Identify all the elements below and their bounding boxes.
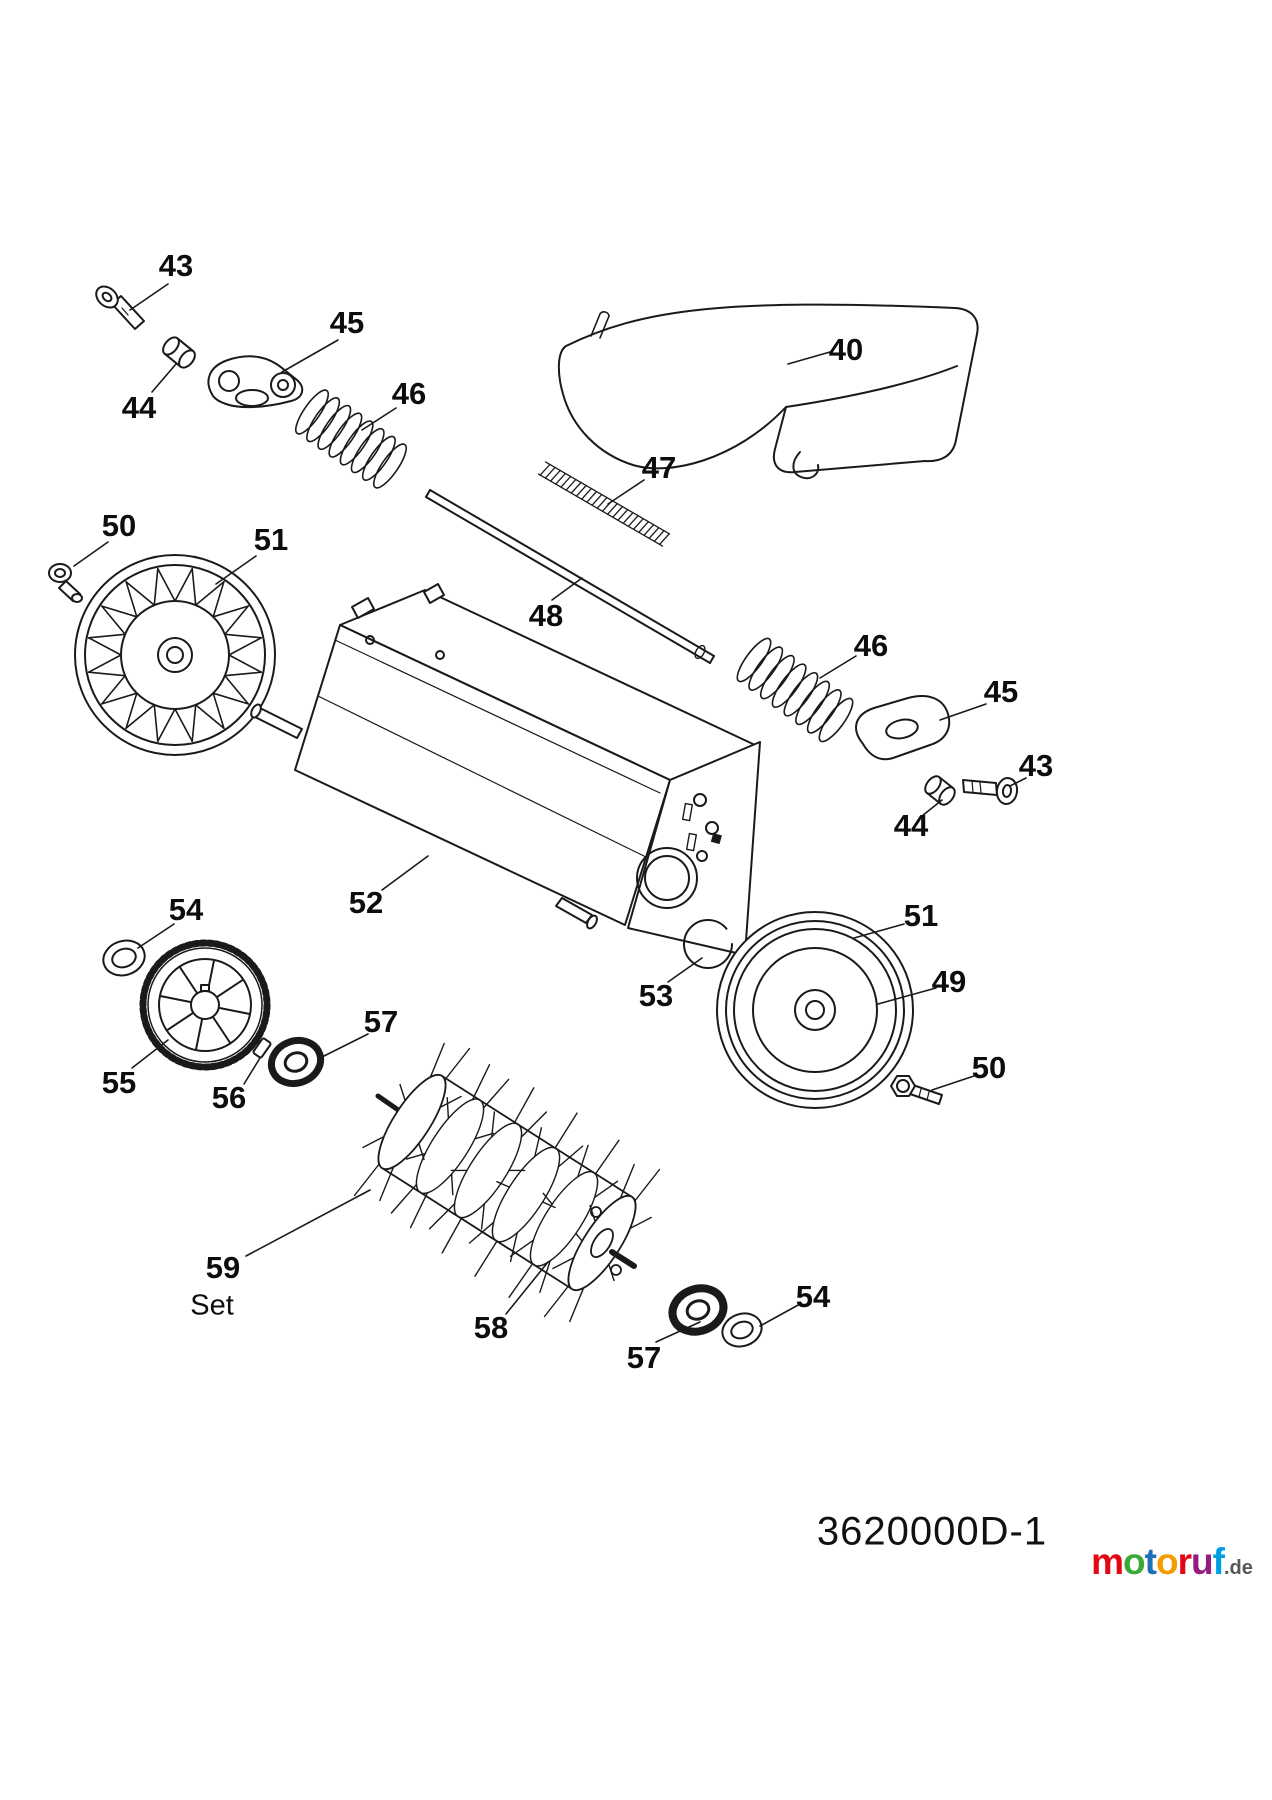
part-45-tensioner-left [207,355,304,409]
callout-45-right: 45 [983,674,1019,709]
callout-56: 56 [211,1080,247,1115]
part-58-tine-roller [353,1042,661,1323]
callout-43-upper-left: 43 [158,248,194,283]
logo-letter-r: r [1177,1541,1192,1582]
part-45-tensioner-right [855,695,951,761]
callout-46-upper-left: 46 [391,376,427,411]
callout-51-left: 51 [253,522,289,557]
callout-57-right: 57 [626,1340,662,1375]
logo-letter-u: u [1191,1541,1214,1582]
part-48-axle [425,489,715,664]
part-46-spring-left [295,389,407,489]
part-50-bolt-left [48,563,83,603]
part-54-seal-left [102,939,146,977]
part-57-bearing-left [267,1036,325,1088]
diagram-part-number: 3620000D-1 [816,1509,1048,1554]
part-57-bearing-right [668,1284,728,1336]
part-54-seal-right [721,1312,763,1348]
diagram-lines [48,283,1027,1348]
callout-44-right: 44 [893,808,929,843]
callout-59: 59 [205,1250,241,1285]
part-43-screw-right [962,777,1019,805]
logo-letter-m: m [1091,1541,1124,1582]
part-55-gear-wheel [139,939,271,1071]
logo-letter-o1: o [1123,1541,1146,1582]
callout-54-right: 54 [795,1279,831,1314]
callout-55: 55 [101,1065,137,1100]
part-50-bolt-right [890,1075,943,1105]
callout-48: 48 [528,598,564,633]
motoruf-logo: motoruf.de [1091,1541,1253,1583]
callout-43-right: 43 [1018,748,1054,783]
callout-47: 47 [641,450,677,485]
callout-57-left: 57 [363,1004,399,1039]
part-56-key [252,1037,272,1059]
part-40-cover [557,303,979,480]
callout-44-upper-left: 44 [121,390,157,425]
callout-45-upper-left: 45 [329,305,365,340]
callout-50-left: 50 [101,508,137,543]
logo-suffix: .de [1223,1557,1253,1579]
callout-54-left: 54 [168,892,204,927]
callout-58: 58 [473,1310,509,1345]
callout-53: 53 [638,978,674,1013]
logo-letter-f: f [1212,1541,1225,1582]
callout-49: 49 [931,964,967,999]
part-47-threaded-rod [537,461,671,547]
part-53-snap-ring [683,919,733,969]
callout-46-right: 46 [853,628,889,663]
callout-51-right: 51 [903,898,939,933]
part-44-bushing-left [162,336,196,369]
part-51-wheel-left [74,554,276,756]
part-49-51-wheel-right [716,911,914,1109]
callout-50-right: 50 [971,1050,1007,1085]
part-52-housing [250,583,761,956]
leader-lines [73,283,1027,1343]
callout-40: 40 [828,332,864,367]
callout-59-set: Set [190,1289,234,1322]
logo-letter-t: t [1144,1541,1157,1582]
callout-52: 52 [348,885,384,920]
part-46-spring-right [736,637,854,743]
part-43-screw-left [95,285,145,330]
logo-letter-o2: o [1155,1541,1179,1582]
